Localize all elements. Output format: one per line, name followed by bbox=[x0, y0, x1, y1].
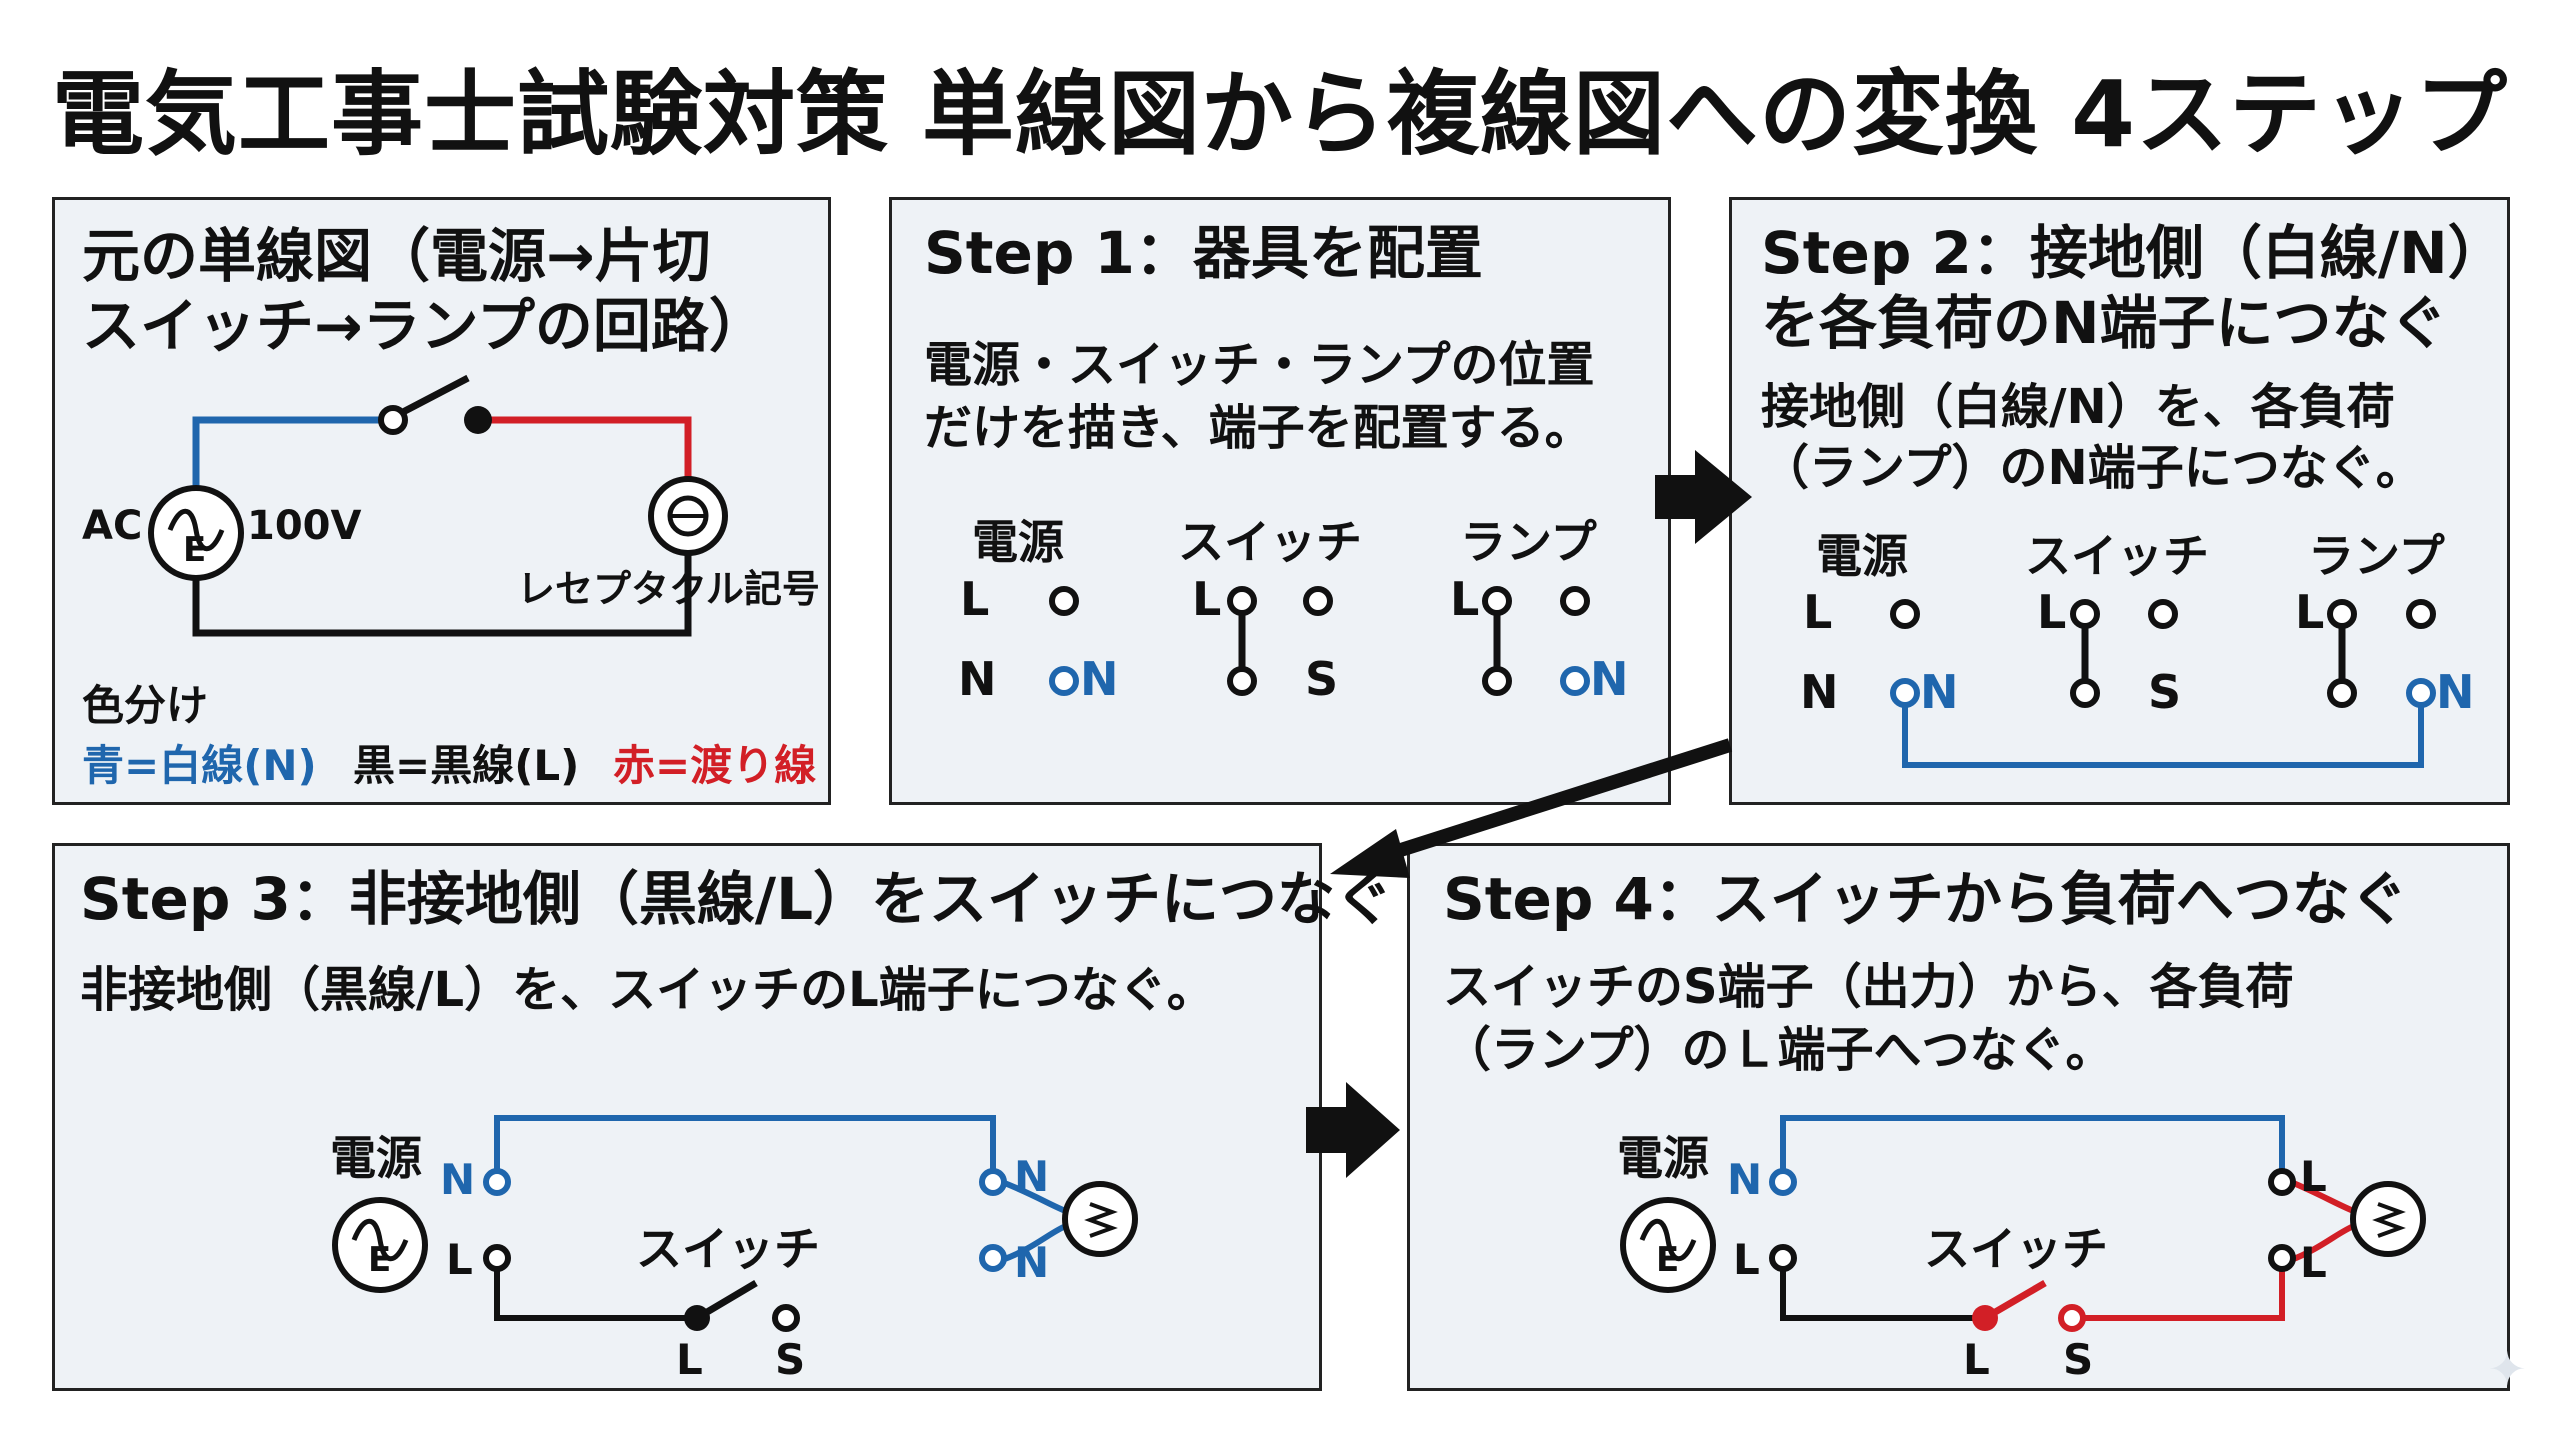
step1-source-l: L bbox=[960, 572, 990, 626]
step1-desc-line1: 電源・スイッチ・ランプの位置 bbox=[924, 337, 1595, 393]
step2-col-source: 電源 bbox=[1816, 529, 1908, 583]
step4-switch-label: スイッチ bbox=[1924, 1222, 2108, 1276]
step4-heading: Step 4：スイッチから負荷へつなぐ bbox=[1443, 865, 2408, 933]
original-voltage-label: 100V bbox=[247, 503, 362, 549]
legend-black: 黒=黒線(L) bbox=[353, 741, 580, 790]
original-heading-line1: 元の単線図（電源→片切 bbox=[82, 222, 711, 290]
step3-source-l: L bbox=[446, 1235, 473, 1284]
original-heading-line2: スイッチ→ランプの回路） bbox=[82, 292, 767, 360]
step4-source-label: 電源 bbox=[1617, 1131, 1709, 1185]
step2-heading-line2: を各負荷のN端子につなぐ bbox=[1761, 289, 2448, 357]
step3-lamp-n2: N bbox=[1014, 1238, 1050, 1287]
step1-switch-s: S bbox=[1305, 652, 1339, 706]
step4-source-l: L bbox=[1733, 1235, 1760, 1284]
legend-title: 色分け bbox=[82, 681, 209, 730]
step3-desc: 非接地側（黒線/L）を、スイッチのL端子につなぐ。 bbox=[80, 962, 1215, 1018]
step2-source-n: N bbox=[1800, 665, 1839, 719]
original-e-label: E bbox=[183, 530, 207, 570]
step4-source-n: N bbox=[1727, 1155, 1763, 1204]
sparkle-icon: ✦ bbox=[2488, 1342, 2527, 1396]
step2-desc-line1: 接地側（白線/N）を、各負荷 bbox=[1761, 379, 2395, 435]
step2-heading-line1: Step 2：接地側（白線/N） bbox=[1761, 219, 2506, 287]
step3-source-n: N bbox=[440, 1155, 476, 1204]
step1-desc-line2: だけを描き、端子を配置する。 bbox=[924, 400, 1593, 456]
step3-e-label: E bbox=[368, 1240, 392, 1280]
step4-e-label: E bbox=[1656, 1240, 1680, 1280]
step4-switch-l: L bbox=[1963, 1335, 1990, 1384]
step1-source-n: N bbox=[958, 652, 997, 706]
page-title: 電気工事士試験対策 単線図から複線図への変換 4ステップ bbox=[51, 61, 2509, 168]
step2-lamp-n-terminal: N bbox=[2436, 665, 2475, 719]
step2-source-n-terminal: N bbox=[1920, 665, 1959, 719]
step1-source-n-terminal: N bbox=[1080, 652, 1119, 706]
step2-col-lamp: ランプ bbox=[2308, 529, 2445, 583]
step4-lamp-l2: L bbox=[2300, 1238, 2327, 1287]
original-ac-label: AC bbox=[82, 503, 143, 549]
step1-switch-l: L bbox=[1192, 572, 1222, 626]
original-receptacle-label: レセプタクル記号 bbox=[517, 567, 820, 611]
step1-col-source: 電源 bbox=[972, 515, 1064, 569]
step2-switch-l: L bbox=[2037, 585, 2067, 639]
step4-desc-line2: （ランプ）のＬ端子へつなぐ。 bbox=[1443, 1022, 2114, 1078]
step1-heading: Step 1：器具を配置 bbox=[924, 219, 1483, 287]
legend-red: 赤=渡り線 bbox=[613, 741, 817, 790]
step3-source-label: 電源 bbox=[330, 1131, 422, 1185]
step1-lamp-l: L bbox=[1450, 572, 1480, 626]
step1-col-switch: スイッチ bbox=[1178, 515, 1362, 569]
step4-desc-line1: スイッチのS端子（出力）から、各負荷 bbox=[1443, 959, 2294, 1015]
step3-lamp-n1: N bbox=[1014, 1152, 1050, 1201]
step3-switch-label: スイッチ bbox=[636, 1222, 820, 1276]
panel-step1 bbox=[889, 197, 1671, 805]
step3-switch-l: L bbox=[676, 1335, 703, 1384]
step2-lamp-l: L bbox=[2295, 585, 2325, 639]
step2-col-switch: スイッチ bbox=[2025, 529, 2209, 583]
step3-heading: Step 3：非接地側（黒線/L）をスイッチにつなぐ bbox=[80, 865, 1394, 933]
step3-switch-s: S bbox=[775, 1335, 806, 1384]
step1-col-lamp: ランプ bbox=[1460, 515, 1597, 569]
step4-lamp-l1: L bbox=[2300, 1152, 2327, 1201]
legend-blue: 青=白線(N) bbox=[82, 741, 317, 790]
step2-source-l: L bbox=[1803, 585, 1833, 639]
step2-desc-line2: （ランプ）のN端子につなぐ。 bbox=[1761, 440, 2424, 496]
panel-step2 bbox=[1729, 197, 2510, 805]
step4-switch-s: S bbox=[2063, 1335, 2094, 1384]
step1-lamp-n-terminal: N bbox=[1590, 652, 1629, 706]
step2-switch-s: S bbox=[2148, 665, 2182, 719]
